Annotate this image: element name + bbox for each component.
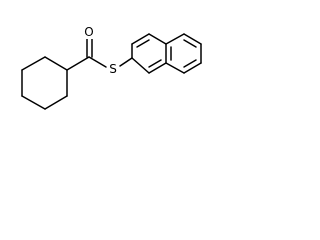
naphthalene-right-ring [165,33,202,74]
oxygen-atom: O [83,25,95,39]
oxygen-label: O [84,25,93,39]
bond [131,33,150,45]
bond [148,62,167,74]
bond [183,39,197,48]
naphthalene-left-ring [131,33,167,74]
bond [183,59,197,68]
carbonyl-double-bond [86,38,93,58]
bond [148,59,162,68]
bond [44,56,68,71]
structure-canvas: O S [0,0,246,126]
bond [21,95,46,110]
bond [88,56,107,68]
bond [44,95,68,110]
sulfur-atom: S [107,62,119,76]
bond [131,57,150,74]
bond [136,39,150,48]
cyclohexane-ring [21,56,68,110]
bond [183,62,202,74]
bond [21,56,46,71]
bond [148,33,167,45]
bond [165,62,185,74]
bond [183,33,202,45]
bond [66,56,90,71]
sulfur-label: S [109,62,117,76]
bond [119,57,133,67]
molecule-diagram: O S [21,25,202,110]
bond [165,33,185,45]
